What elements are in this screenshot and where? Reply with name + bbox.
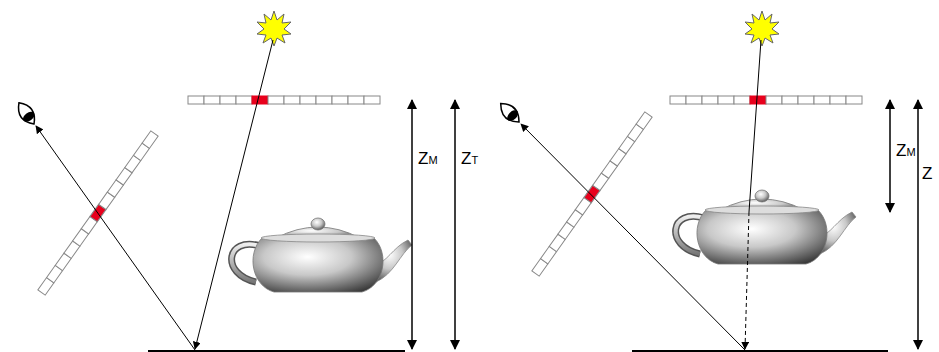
ground: [632, 350, 888, 352]
image-plane-grid: [532, 112, 652, 276]
view-ray: [36, 126, 195, 350]
grid-cell: [686, 96, 702, 104]
grid-cell: [830, 96, 846, 104]
depth-arrow: [889, 100, 891, 212]
grid-cell: [348, 96, 364, 104]
light-ray: [195, 40, 273, 349]
grid-cell: [750, 96, 766, 104]
grid-cell: [766, 96, 782, 104]
depth-arrow: [454, 100, 456, 349]
grid-cell: [252, 96, 268, 104]
teapot: [676, 190, 856, 264]
grid-cell: [188, 96, 204, 104]
light-source: [257, 11, 291, 46]
eye: [14, 99, 40, 128]
light-ray-occluded: [745, 212, 749, 349]
teapot: [232, 218, 412, 292]
ground: [148, 350, 405, 352]
grid-cell: [670, 96, 686, 104]
grid-cell: [702, 96, 718, 104]
shadow-map-grid: [188, 96, 380, 104]
dimension-label: ZM: [896, 142, 916, 159]
light-ray: [749, 40, 761, 212]
grid-cell: [220, 96, 236, 104]
grid-cell: [364, 96, 380, 104]
grid-cell: [798, 96, 814, 104]
grid-cell: [204, 96, 220, 104]
grid-cell: [142, 131, 158, 148]
grid-cell: [316, 96, 332, 104]
grid-cell: [236, 96, 252, 104]
grid-cell: [734, 96, 750, 104]
grid-cell: [846, 96, 862, 104]
grid-cell: [268, 96, 284, 104]
dimension-label: Z: [922, 165, 932, 182]
grid-cell: [636, 112, 652, 129]
dimension-label: ZM: [418, 150, 438, 167]
light-source: [745, 11, 779, 46]
grid-cell: [782, 96, 798, 104]
shadow-map-grid: [670, 96, 862, 104]
depth-arrow: [917, 100, 919, 349]
dimension-label: ZT: [461, 150, 478, 167]
grid-cell: [332, 96, 348, 104]
eye: [496, 99, 524, 127]
grid-cell: [718, 96, 734, 104]
grid-cell: [284, 96, 300, 104]
grid-cell: [814, 96, 830, 104]
depth-arrow: [411, 100, 413, 349]
view-ray: [521, 124, 745, 350]
grid-cell: [300, 96, 316, 104]
